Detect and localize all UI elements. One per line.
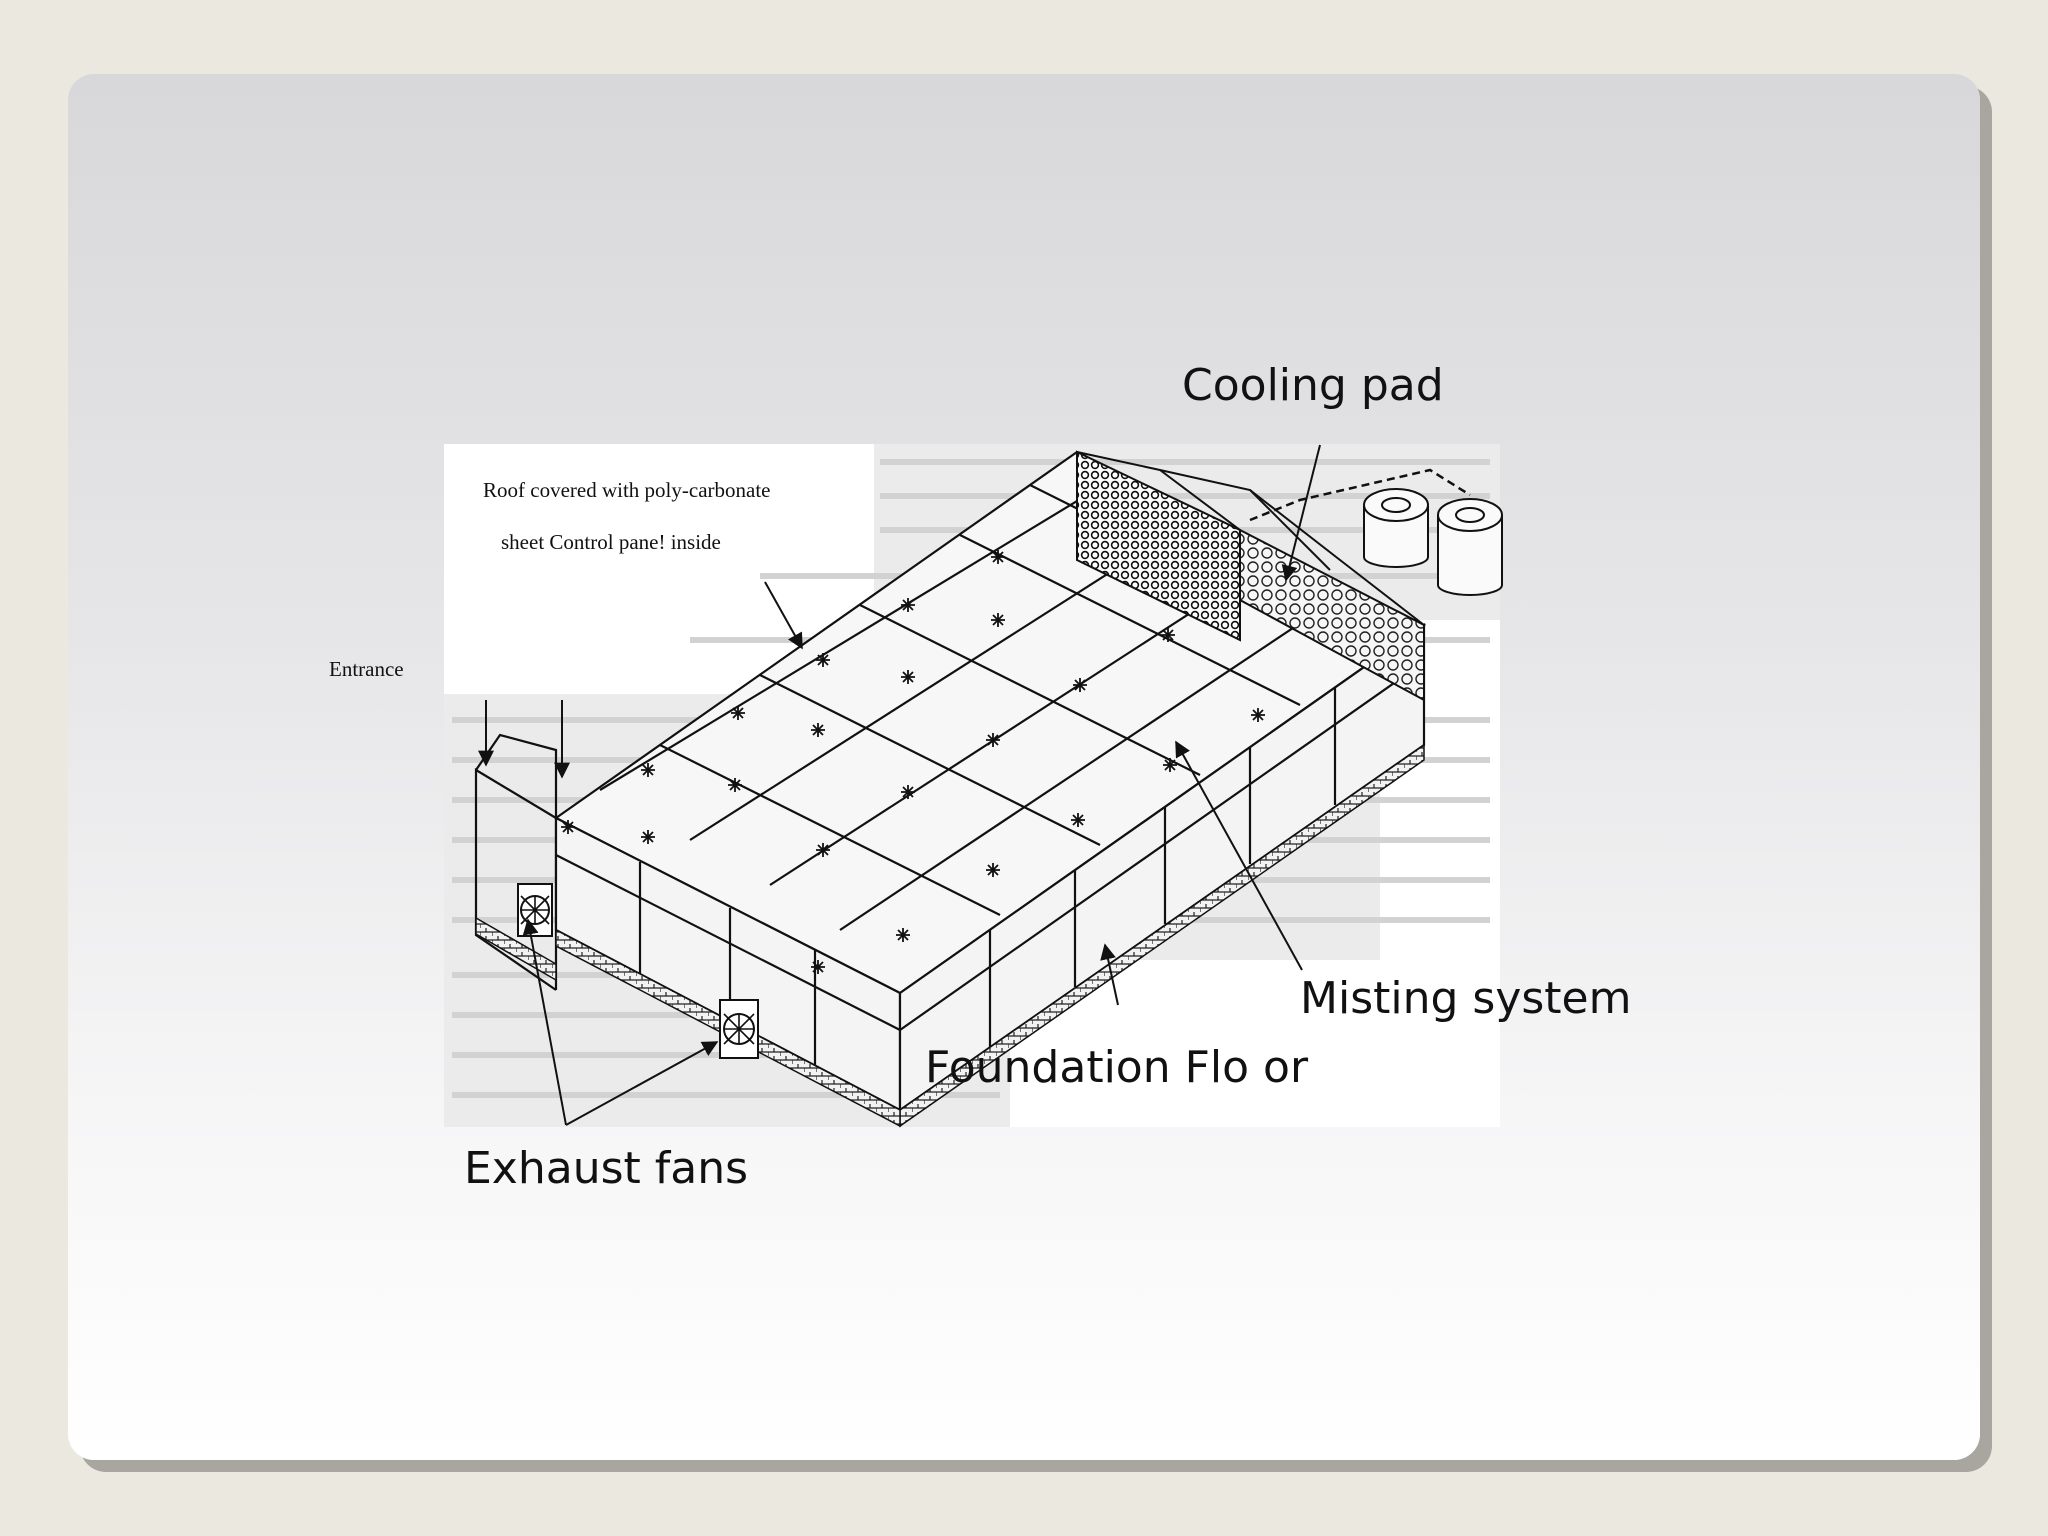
cooling-pad-label: Cooling pad	[1182, 360, 1444, 411]
exhaust-fan-2	[719, 999, 759, 1059]
foundation-floor-label: Foundation Flo or	[925, 1042, 1309, 1093]
water-pipe	[1249, 468, 1471, 522]
roof-label-line2: sheet Control pane! inside	[501, 530, 721, 554]
pointer-arrows	[478, 444, 1321, 1126]
cooling-pad-frame	[1076, 451, 1425, 626]
misting-nozzles	[561, 550, 1265, 974]
exhaust-fans-label: Exhaust fans	[464, 1143, 749, 1194]
water-tanks	[1363, 488, 1503, 596]
roof-label-line1: Roof covered with poly-carbonate	[483, 478, 771, 502]
cooling-pad-mesh	[1076, 450, 1241, 642]
exhaust-fan-1	[517, 883, 553, 937]
entrance-label: Entrance	[329, 657, 404, 681]
misting-system-label: Misting system	[1300, 973, 1632, 1024]
